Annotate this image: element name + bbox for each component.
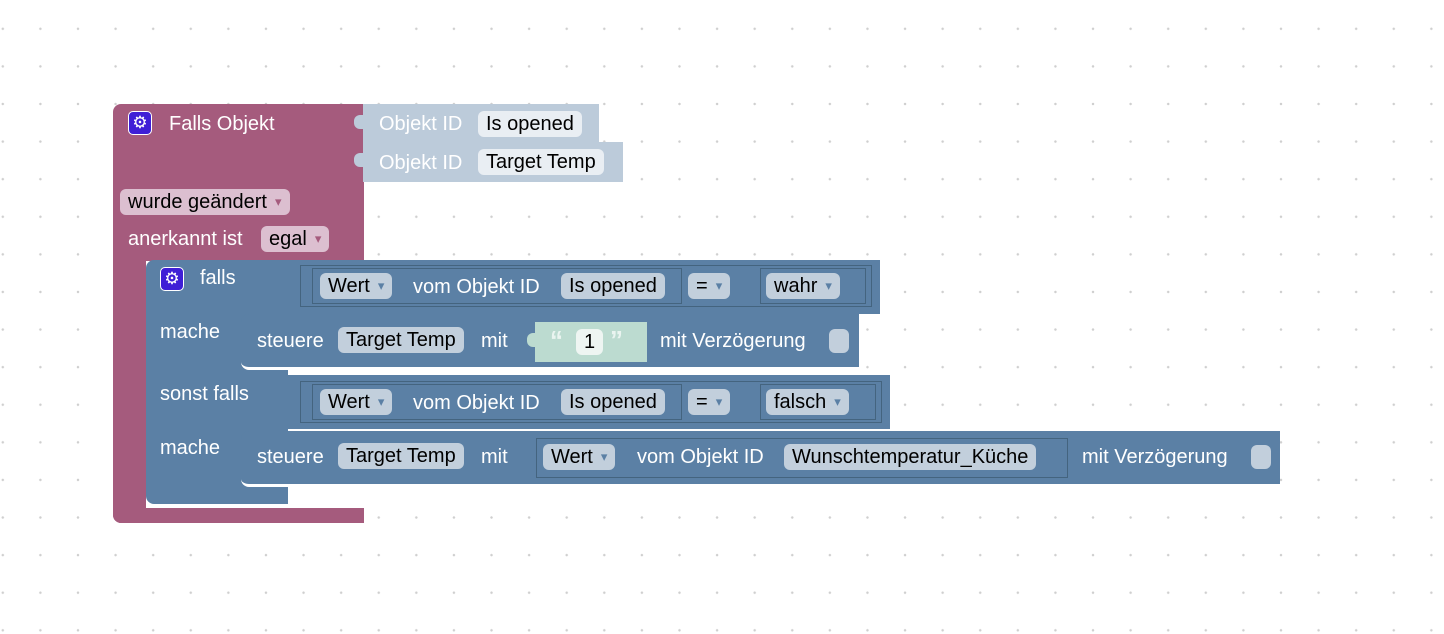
if-label: falls <box>200 267 236 289</box>
object-id-label: Objekt ID <box>379 113 463 135</box>
operator-dropdown[interactable]: = <box>688 273 731 299</box>
delay-label: mit Verzögerung <box>660 330 806 352</box>
control-label: steuere <box>257 330 324 352</box>
delay-checkbox[interactable] <box>829 329 849 353</box>
object-id-field[interactable]: Target Temp <box>478 149 604 175</box>
object-field[interactable]: Is opened <box>561 389 665 415</box>
ack-label: anerkannt ist <box>128 228 243 250</box>
bool-dropdown[interactable]: falsch <box>766 389 849 415</box>
event-dropdown[interactable]: wurde geändert <box>120 189 290 215</box>
value-dropdown[interactable]: Wert <box>543 444 616 470</box>
object-id-label: Objekt ID <box>379 152 463 174</box>
value-dropdown[interactable]: Wert <box>320 389 393 415</box>
trigger-block-bottom <box>113 508 364 523</box>
do-label: mache <box>160 321 221 343</box>
puzzle-connector <box>527 333 537 347</box>
target-field[interactable]: Target Temp <box>338 443 464 469</box>
object-field[interactable]: Wunschtemperatur_Küche <box>784 444 1037 470</box>
delay-checkbox[interactable] <box>1251 445 1271 469</box>
with-label: mit <box>481 446 508 468</box>
from-label: vom Objekt ID <box>413 392 540 414</box>
puzzle-connector <box>354 153 364 167</box>
bool-dropdown[interactable]: wahr <box>766 273 840 299</box>
trigger-block-spine <box>113 255 146 523</box>
from-label: vom Objekt ID <box>413 276 540 298</box>
target-field[interactable]: Target Temp <box>338 327 464 353</box>
object-field[interactable]: Is opened <box>561 273 665 299</box>
object-id-field[interactable]: Is opened <box>478 111 582 137</box>
puzzle-connector <box>354 115 364 129</box>
ack-dropdown[interactable]: egal <box>261 226 330 252</box>
text-value-field[interactable]: 1 <box>576 329 604 355</box>
delay-label: mit Verzögerung <box>1082 446 1228 468</box>
with-label: mit <box>481 330 508 352</box>
gear-icon[interactable]: ⚙ <box>160 267 184 291</box>
elseif-label: sonst falls <box>160 383 249 405</box>
operator-dropdown[interactable]: = <box>688 389 731 415</box>
value-dropdown[interactable]: Wert <box>320 273 393 299</box>
from-label: vom Objekt ID <box>637 446 764 468</box>
gear-icon[interactable]: ⚙ <box>128 111 152 135</box>
close-quote-icon: ” <box>610 325 623 355</box>
trigger-title: Falls Objekt <box>169 113 275 135</box>
do2-label: mache <box>160 437 221 459</box>
open-quote-icon: “ <box>550 325 563 355</box>
control-label: steuere <box>257 446 324 468</box>
